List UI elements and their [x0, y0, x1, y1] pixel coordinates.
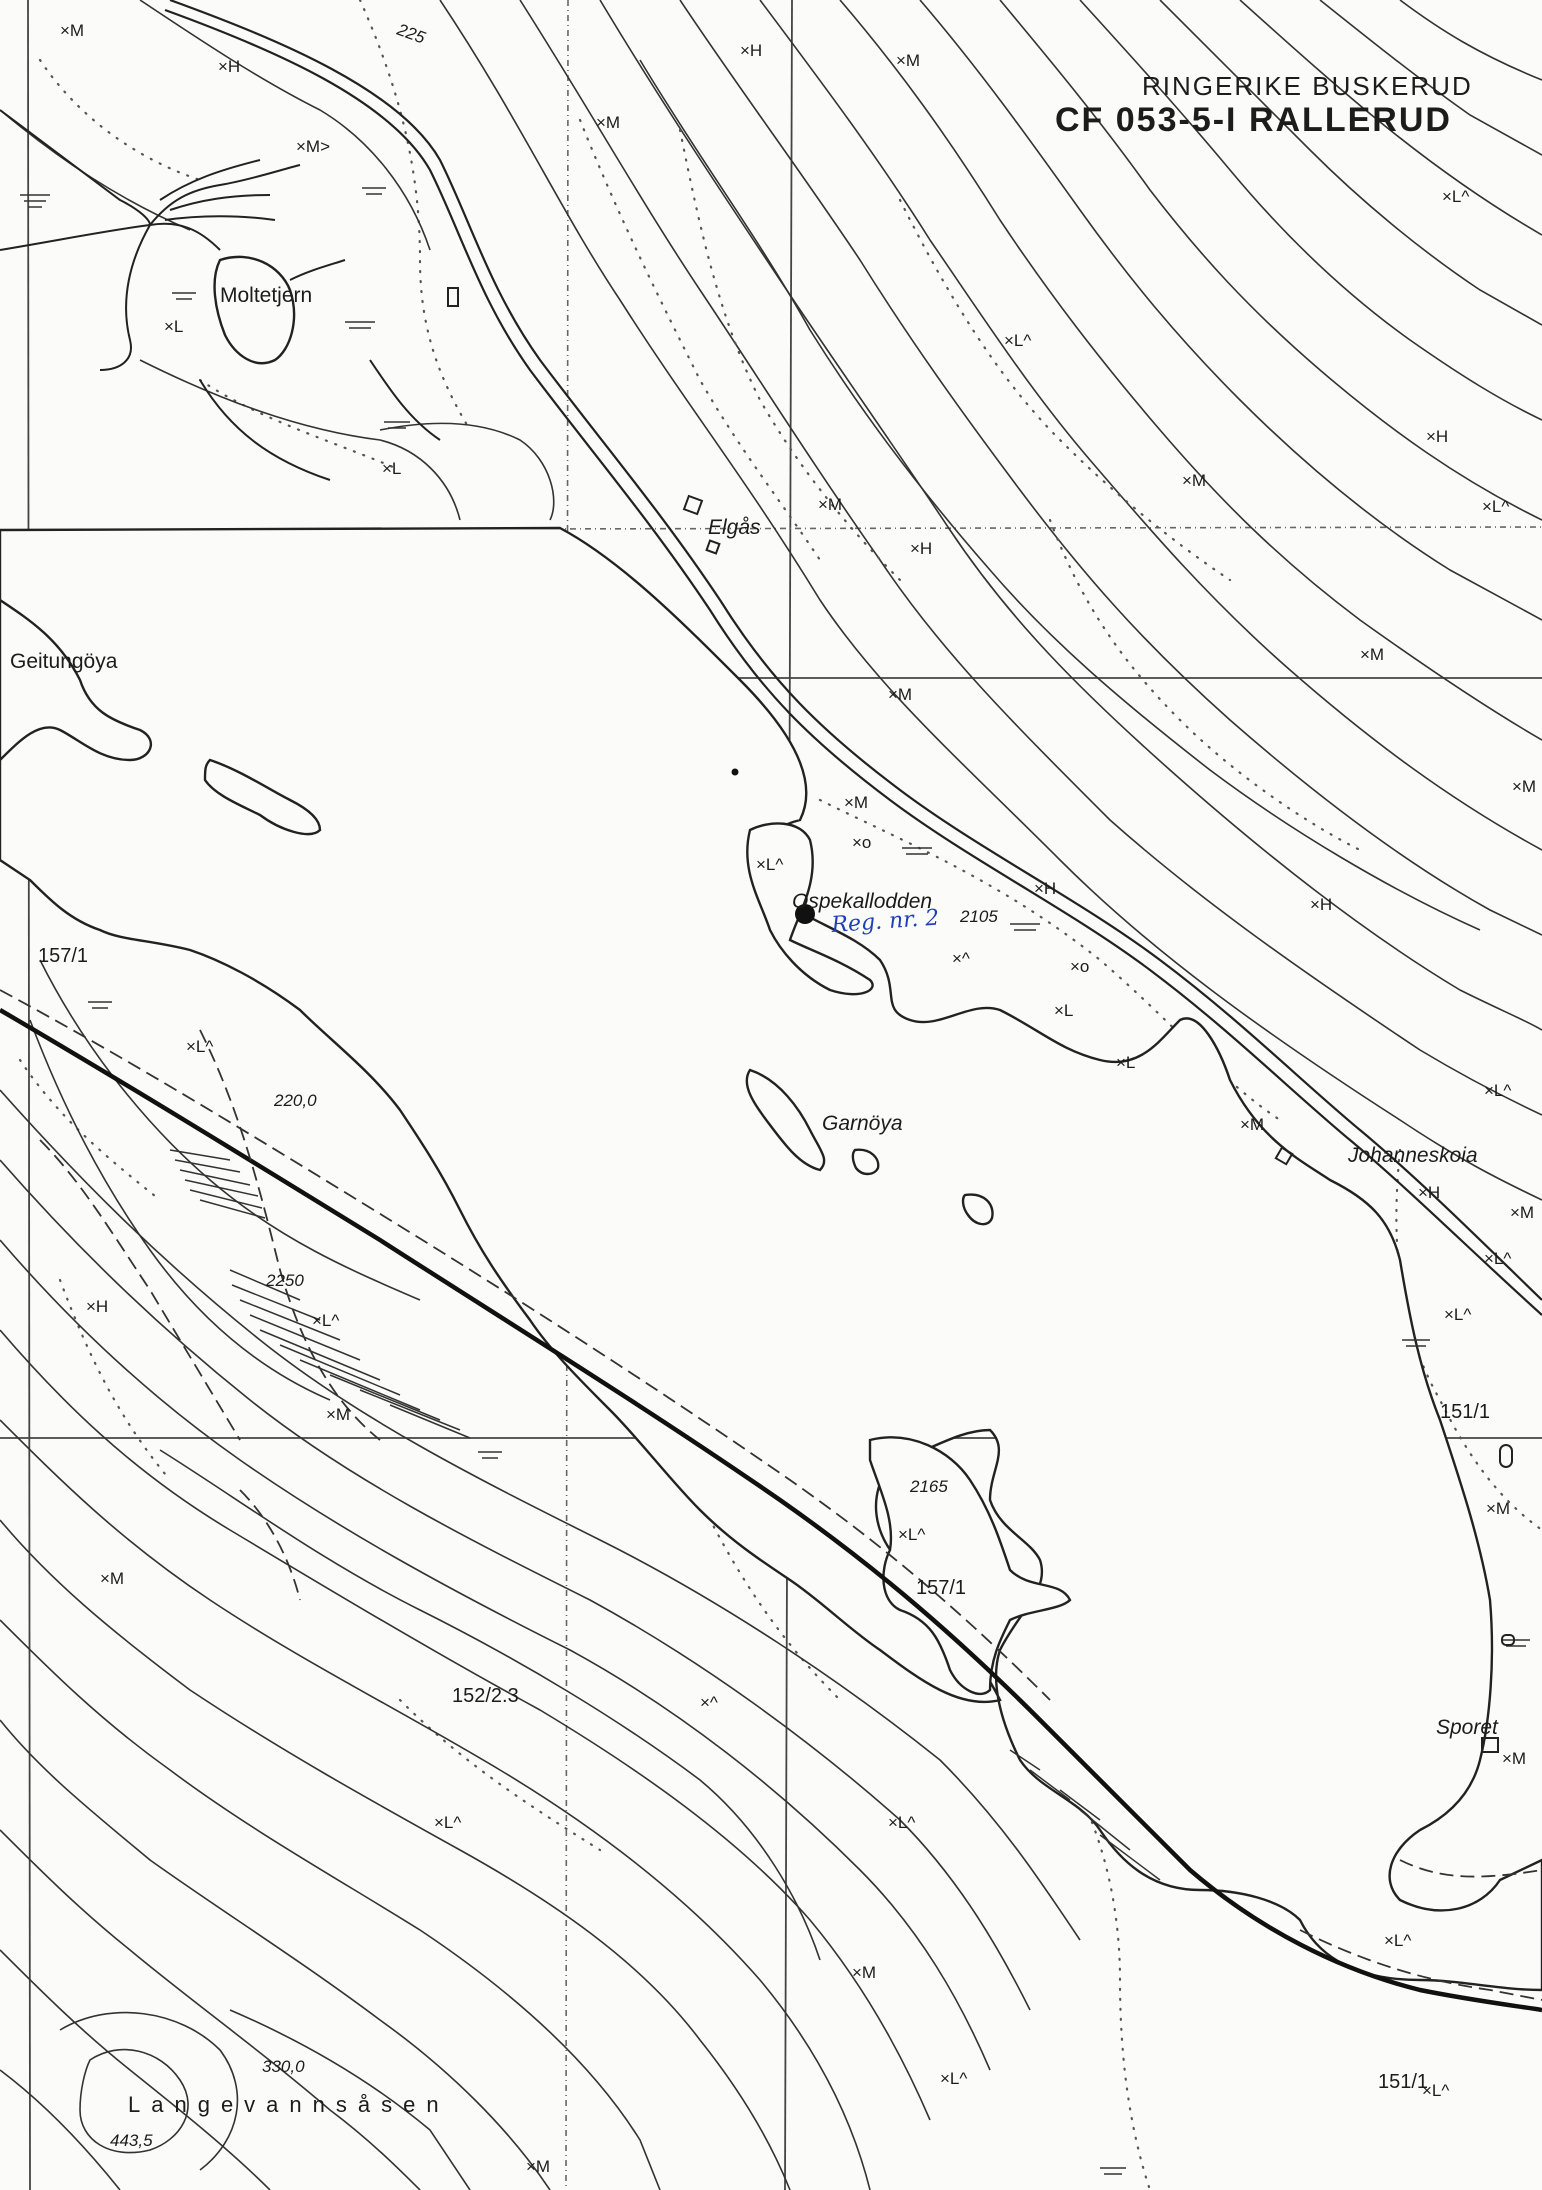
dashed-tracks	[0, 989, 1542, 2001]
islet-small-2	[961, 1193, 994, 1226]
spot-point	[731, 768, 739, 776]
symbol-m: ×M	[326, 1405, 350, 1424]
map-region-title: RINGERIKE BUSKERUD	[1142, 71, 1473, 101]
registration-point-marker[interactable]	[795, 904, 815, 924]
symbol-l-caret: ×L^	[1004, 331, 1031, 350]
symbol-m: ×M	[526, 2157, 550, 2176]
symbol-m: ×M	[1486, 1499, 1510, 1518]
parcel-id-157-mid: 157/1	[916, 1577, 966, 1599]
symbol-caret: ×^	[700, 1693, 718, 1712]
place-name-johanneskoia: Johanneskoia	[1347, 1144, 1478, 1167]
symbol-l-caret: ×L^	[888, 1813, 915, 1832]
symbol-l-caret: ×L^	[1422, 2081, 1449, 2100]
symbol-o: ×o	[1070, 957, 1089, 976]
symbol-l-caret: ×L^	[940, 2069, 967, 2088]
symbol-m: ×M	[1510, 1203, 1534, 1222]
survey-symbols: ×M ×H ×H ×M ×M> ×M ×L ×L ×L^ ×L^ ×H ×M ×…	[60, 21, 1536, 2176]
elevation-2250: 2250	[265, 1271, 304, 1290]
place-name-geitungoya: Geitungöya	[10, 650, 118, 673]
island-geitungoya-spit	[203, 758, 322, 836]
grid-line-left	[27, 0, 31, 2190]
symbol-h: ×H	[1310, 895, 1332, 914]
symbol-l-caret: ×L^	[186, 1037, 213, 1056]
contours-northeast	[439, 0, 1542, 1201]
railway	[0, 1008, 1542, 2013]
place-name-moltetjern: Moltetjern	[220, 284, 312, 307]
symbol-m: ×M	[1182, 471, 1206, 490]
elevation-2165: 2165	[909, 1477, 948, 1496]
symbol-m: ×M	[1502, 1749, 1526, 1768]
symbol-m: ×M	[100, 1569, 124, 1588]
island-garnoya	[745, 1068, 826, 1172]
symbol-h: ×H	[86, 1297, 108, 1316]
symbol-l-caret: ×L^	[1444, 1305, 1471, 1324]
place-name-ospekallodden: Ospekallodden	[792, 890, 932, 913]
symbol-l: ×L	[164, 317, 183, 336]
symbol-h: ×H	[740, 41, 762, 60]
symbol-l-caret: ×L^	[1482, 497, 1509, 516]
symbol-l-caret: ×L^	[756, 855, 783, 874]
symbol-h: ×H	[218, 57, 240, 76]
bog-hatching	[169, 1149, 1161, 1881]
elevation-225: 225	[394, 20, 429, 48]
symbol-l: ×L	[382, 459, 401, 478]
symbol-m: ×M	[844, 793, 868, 812]
symbol-caret: ×^	[952, 949, 970, 968]
place-name-garnoya: Garnöya	[822, 1112, 903, 1135]
symbol-l-caret: ×L^	[1384, 1931, 1411, 1950]
parcel-id-151-bottom: 151/1	[1378, 2071, 1428, 2093]
parcel-id-157-top: 157/1	[38, 945, 88, 967]
symbol-l-caret: ×L^	[1484, 1081, 1511, 1100]
elevation-220: 220,0	[273, 1091, 317, 1110]
symbol-m: ×M	[60, 21, 84, 40]
symbol-h: ×H	[1034, 879, 1056, 898]
parcel-id-152: 152/2.3	[452, 1685, 519, 1707]
main-road	[164, 0, 1542, 1316]
place-name-elgas: Elgås	[708, 516, 761, 539]
symbol-l-caret: ×L^	[434, 1813, 461, 1832]
symbol-l-caret: ×L^	[312, 1311, 339, 1330]
dotted-form-lines	[18, 0, 1542, 2190]
islet-small-1	[851, 1148, 880, 1176]
symbol-m: ×M	[1240, 1115, 1264, 1134]
western-shore	[0, 598, 152, 762]
symbol-l-caret: ×L^	[1442, 187, 1469, 206]
symbol-l: ×L	[1116, 1053, 1135, 1072]
place-name-langevannsasen: Langevannsåsen	[128, 2092, 450, 2117]
symbol-l: ×L	[1054, 1001, 1073, 1020]
symbol-m: ×M	[888, 685, 912, 704]
symbol-o: ×o	[852, 833, 871, 852]
symbol-h: ×H	[1418, 1183, 1440, 1202]
lake-shoreline	[0, 526, 1542, 1992]
symbol-l-caret: ×L^	[1484, 1249, 1511, 1268]
symbol-m-bracket: ×M>	[296, 137, 330, 156]
symbol-m: ×M	[896, 51, 920, 70]
streams-moltetjern	[0, 109, 441, 481]
symbol-m: ×M	[1360, 645, 1384, 664]
symbol-m: ×M	[1512, 777, 1536, 796]
map-sheet-title: CF 053-5-I RALLERUD	[1055, 101, 1452, 139]
symbol-h: ×H	[1426, 427, 1448, 446]
symbol-m: ×M	[852, 1963, 876, 1982]
elevation-4435: 443,5	[110, 2131, 153, 2150]
symbol-m: ×M	[596, 113, 620, 132]
island-ospekallodden	[746, 822, 874, 996]
place-name-sporet: Sporet	[1436, 1716, 1499, 1739]
elevation-330: 330,0	[262, 2057, 305, 2076]
symbol-m: ×M	[818, 495, 842, 514]
contours-southwest	[0, 959, 1081, 2190]
symbol-h: ×H	[910, 539, 932, 558]
elevation-2105: 2105	[959, 907, 998, 926]
building-symbols	[447, 287, 1515, 1753]
marsh-symbols	[20, 187, 1530, 2175]
parcel-id-151-right: 151/1	[1440, 1401, 1490, 1423]
symbol-l-caret: ×L^	[898, 1525, 925, 1544]
lake-moltetjern	[213, 255, 296, 365]
